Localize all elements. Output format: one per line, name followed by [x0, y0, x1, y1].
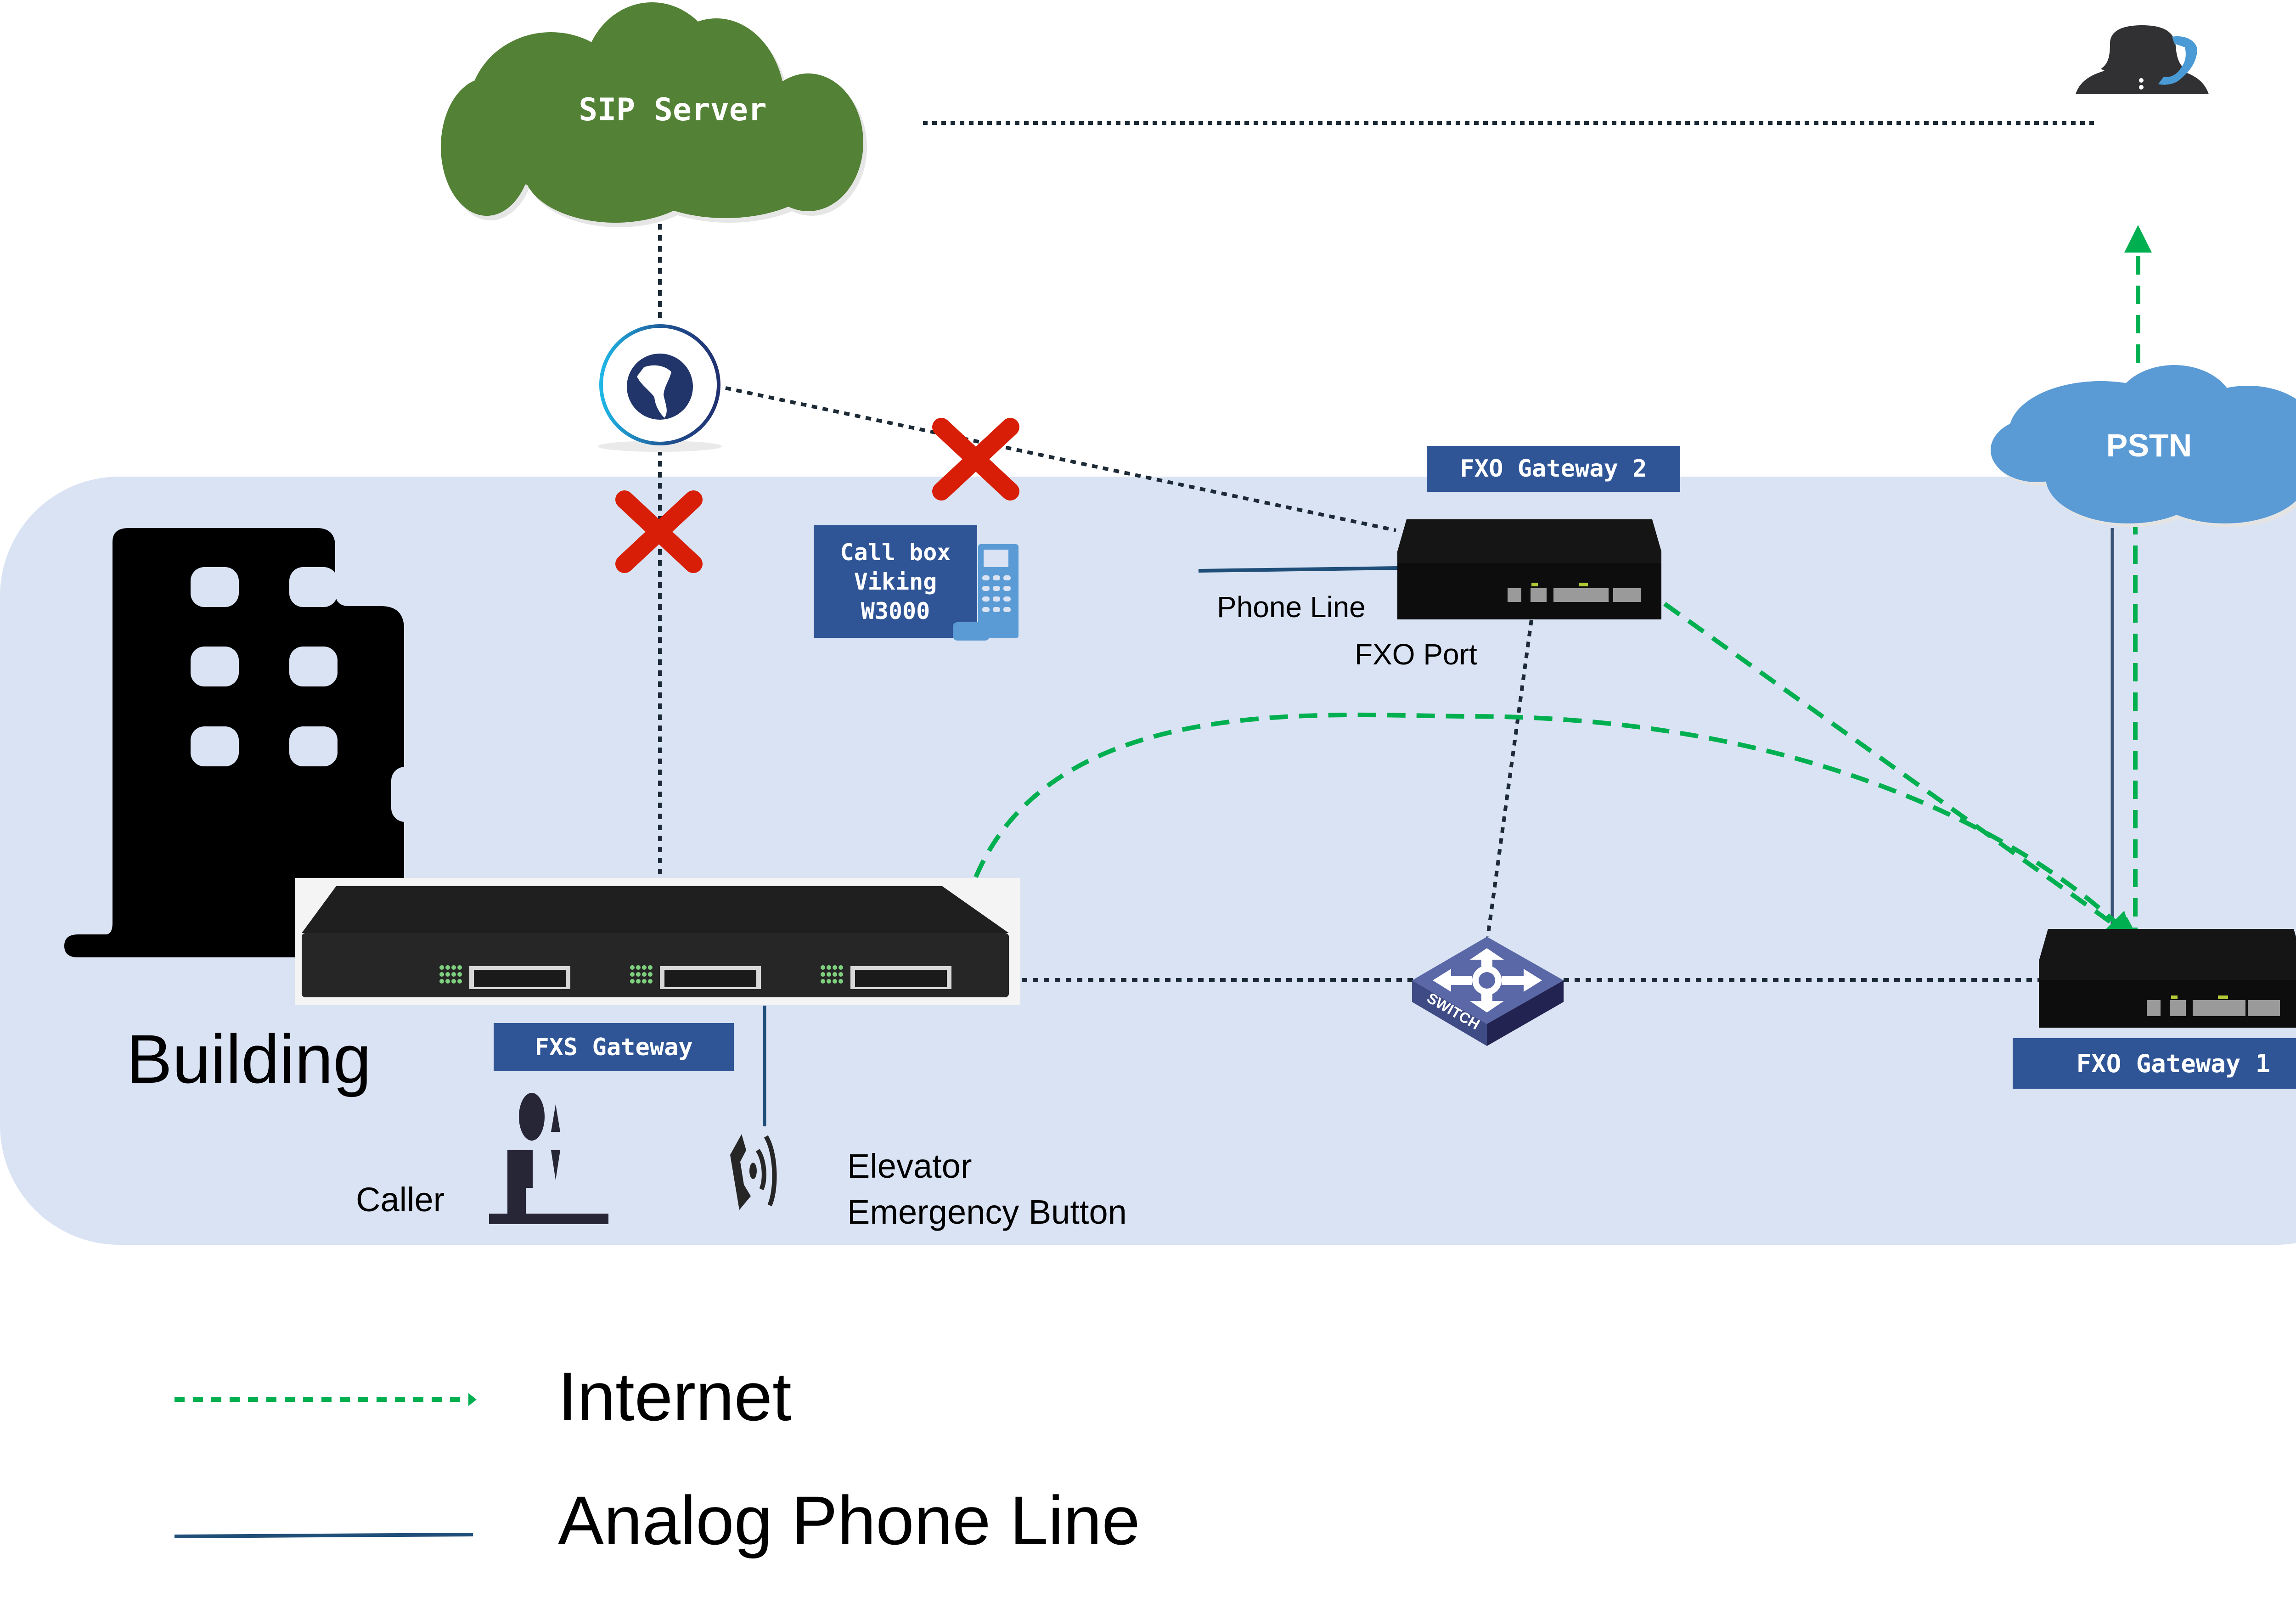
elevator-label: Elevator Emergency Button [847, 1143, 1127, 1235]
legend-internet-label: Internet [558, 1358, 792, 1435]
pstn-cloud-icon [1991, 365, 2296, 527]
emergency-phone-icon [730, 1134, 777, 1210]
internet-fxo2-fxo1 [1663, 602, 2142, 944]
link-globe-fxo2 [725, 386, 1396, 532]
switch-icon[interactable]: SWITCH [1412, 937, 1564, 1047]
pstn-label: PSTN [2106, 427, 2192, 463]
building-label: Building [126, 1020, 371, 1097]
caller-label: Caller [356, 1181, 445, 1219]
fxo-gateway-2-device[interactable] [1397, 519, 1661, 619]
call-box-line-2: Viking [854, 568, 937, 595]
analog-phone-line [1198, 566, 1399, 573]
fxs-gateway-device[interactable] [295, 878, 1020, 1005]
fxo-gateway-2-label: FXO Gateway 2 [1427, 446, 1680, 492]
blocked-x-icon [932, 418, 1019, 501]
legend-internet-arrow [468, 1393, 477, 1406]
call-box-label: Call box Viking W3000 [814, 525, 977, 638]
phone-line-label: Phone Line [1217, 590, 1366, 624]
call-box-line-3: W3000 [861, 597, 930, 624]
elevator-line-1: Elevator [847, 1147, 972, 1185]
sip-server-label: SIP Server [579, 92, 767, 128]
call-box-line-1: Call box [840, 539, 951, 566]
internet-fxs-fxo1 [974, 712, 2134, 940]
desk-phone-icon [953, 544, 1019, 641]
call-center-agent-icon [2076, 25, 2209, 94]
port-bank [439, 965, 570, 989]
caller-icon [489, 1093, 608, 1224]
fxo-gateway-1-device[interactable] [2039, 929, 2296, 1028]
link-fxo2-switch [1486, 619, 1533, 937]
building-icon [64, 528, 456, 957]
fxo-gateway-1-label: FXO Gateway 1 [2013, 1038, 2296, 1089]
sip-server-cloud-icon [441, 2, 867, 227]
blocked-x-icon [615, 490, 703, 573]
globe-icon [598, 324, 722, 452]
legend-lines [174, 1393, 477, 1538]
legend-analog-label: Analog Phone Line [558, 1482, 1140, 1559]
elevator-line-2: Emergency Button [847, 1193, 1127, 1231]
legend-analog-line [174, 1533, 473, 1538]
fxo-port-label: FXO Port [1355, 638, 1477, 671]
fxs-gateway-label: FXS Gateway [494, 1023, 734, 1071]
